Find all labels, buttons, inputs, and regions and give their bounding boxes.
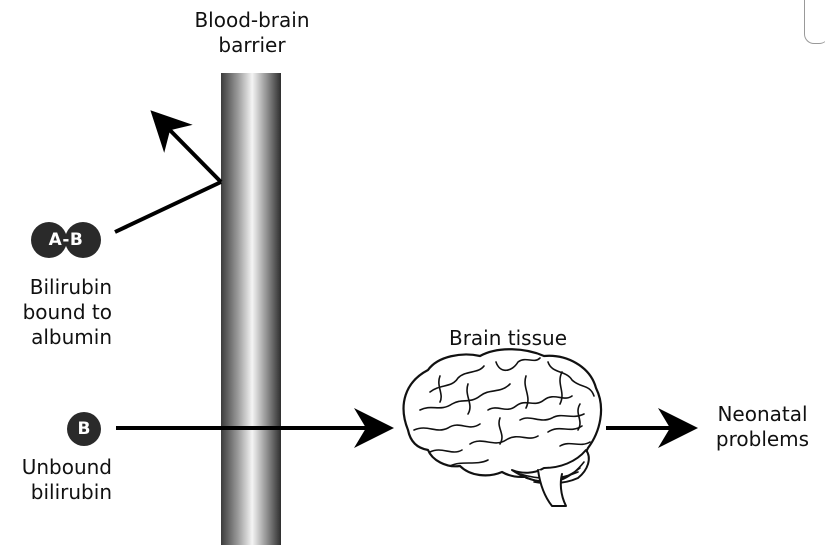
blood-brain-barrier <box>221 73 281 545</box>
barrier-label: Blood-brain barrier <box>160 8 344 58</box>
neonatal-label-line2: problems <box>700 427 825 452</box>
unbound-label-line2: bilirubin <box>0 480 112 505</box>
unbound-bilirubin-badge: B <box>67 412 101 446</box>
neonatal-label-line1: Neonatal <box>700 402 825 427</box>
brain-tissue-label: Brain tissue <box>418 326 598 351</box>
barrier-label-line2: barrier <box>160 33 344 58</box>
unbound-label-line1: Unbound <box>0 455 112 480</box>
bound-label-line1: Bilirubin <box>0 275 112 300</box>
bound-label-line2: bound to <box>0 300 112 325</box>
brain-icon <box>404 349 601 506</box>
bound-label-line3: albumin <box>0 325 112 350</box>
albumin-bilirubin-badge-text: A-B <box>49 230 84 250</box>
barrier-label-line1: Blood-brain <box>160 8 344 33</box>
bound-bilirubin-arrow <box>115 116 221 232</box>
test-tube-fragment <box>804 0 825 44</box>
bound-bilirubin-label: Bilirubin bound to albumin <box>0 275 112 350</box>
neonatal-problems-label: Neonatal problems <box>700 402 825 452</box>
albumin-bilirubin-badge: A-B <box>31 222 101 258</box>
unbound-bilirubin-badge-text: B <box>78 419 91 439</box>
unbound-bilirubin-label: Unbound bilirubin <box>0 455 112 505</box>
